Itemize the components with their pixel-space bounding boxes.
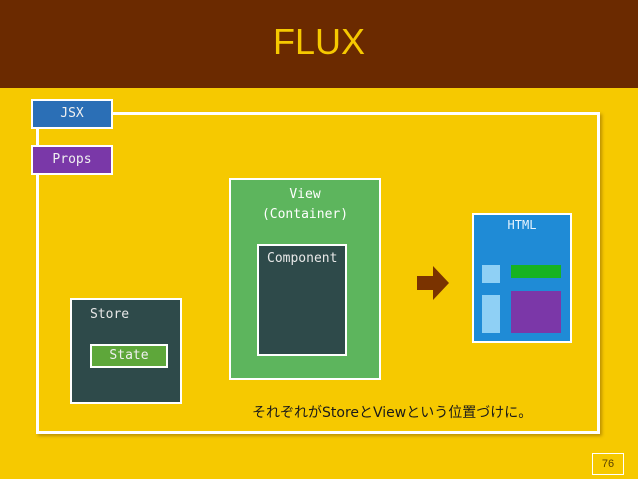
diagram-frame	[36, 112, 600, 434]
html-label: HTML	[507, 218, 537, 232]
slide-caption: それぞれがStoreとViewという位置づけに。	[252, 405, 533, 421]
store-box: Store State	[70, 298, 182, 404]
html-left-block-top	[482, 265, 500, 283]
view-label: View (Container)	[231, 185, 379, 225]
html-purple-block	[511, 291, 561, 333]
view-label-line2: (Container)	[261, 207, 349, 222]
html-green-block	[511, 265, 561, 278]
page-number: 76	[592, 453, 624, 475]
component-box: Component	[257, 244, 347, 356]
jsx-box: JSX	[31, 99, 113, 129]
right-arrow-icon	[417, 266, 449, 300]
title-bar	[0, 0, 638, 88]
html-left-block-bottom	[482, 295, 500, 333]
html-box: HTML	[472, 213, 572, 343]
view-label-line1: View	[289, 187, 321, 202]
state-box: State	[90, 344, 168, 368]
props-box: Props	[31, 145, 113, 175]
store-label: Store	[90, 307, 130, 322]
view-container-box: View (Container) Component	[229, 178, 381, 380]
component-label: Component	[267, 251, 338, 266]
slide-title: FLUX	[272, 21, 366, 62]
